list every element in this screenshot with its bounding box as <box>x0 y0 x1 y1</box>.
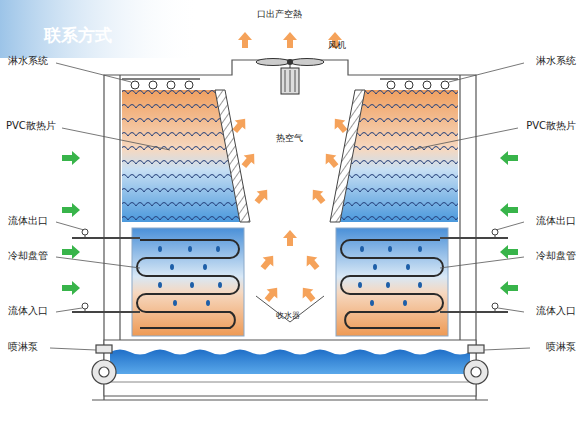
part-label: 流体入口 <box>8 305 48 316</box>
drift-eliminator <box>215 90 365 222</box>
pvc-fill <box>122 90 458 222</box>
water-basin <box>104 340 476 396</box>
part-label: 收水器 <box>276 312 300 321</box>
part-label: 流体出口 <box>536 215 576 226</box>
part-label: PVC散热片 <box>6 120 56 131</box>
hot-air-arrow <box>283 32 297 48</box>
spray-pump <box>92 345 488 384</box>
part-label: PVC散热片 <box>526 120 576 131</box>
fan-label: 风机 <box>328 41 346 51</box>
fan <box>256 59 324 95</box>
part-label: 冷却盘管 <box>8 250 48 261</box>
fluid-pipe <box>72 229 508 312</box>
part-label: 喷淋泵 <box>546 341 576 352</box>
header-band <box>0 0 200 58</box>
tower-frame <box>92 60 488 400</box>
water-collector <box>256 296 324 322</box>
part-label: 流体出口 <box>8 215 48 226</box>
part-label: 冷却盘管 <box>536 250 576 261</box>
air-inlet-arrow <box>62 151 518 295</box>
part-label: 淋水系统 <box>8 55 48 66</box>
leader-line <box>50 63 530 350</box>
outlet-label: 口出产空熱 <box>257 10 302 20</box>
hot-air-arrow <box>229 114 350 304</box>
air-label: 热空气 <box>276 134 303 144</box>
part-label: 淋水系统 <box>536 55 576 66</box>
part-label: 喷淋泵 <box>8 341 38 352</box>
cooling-coil <box>132 228 448 336</box>
part-label: 流体入口 <box>536 305 576 316</box>
watermark: 联系方式 <box>44 26 112 45</box>
hot-air-arrow <box>238 32 252 48</box>
